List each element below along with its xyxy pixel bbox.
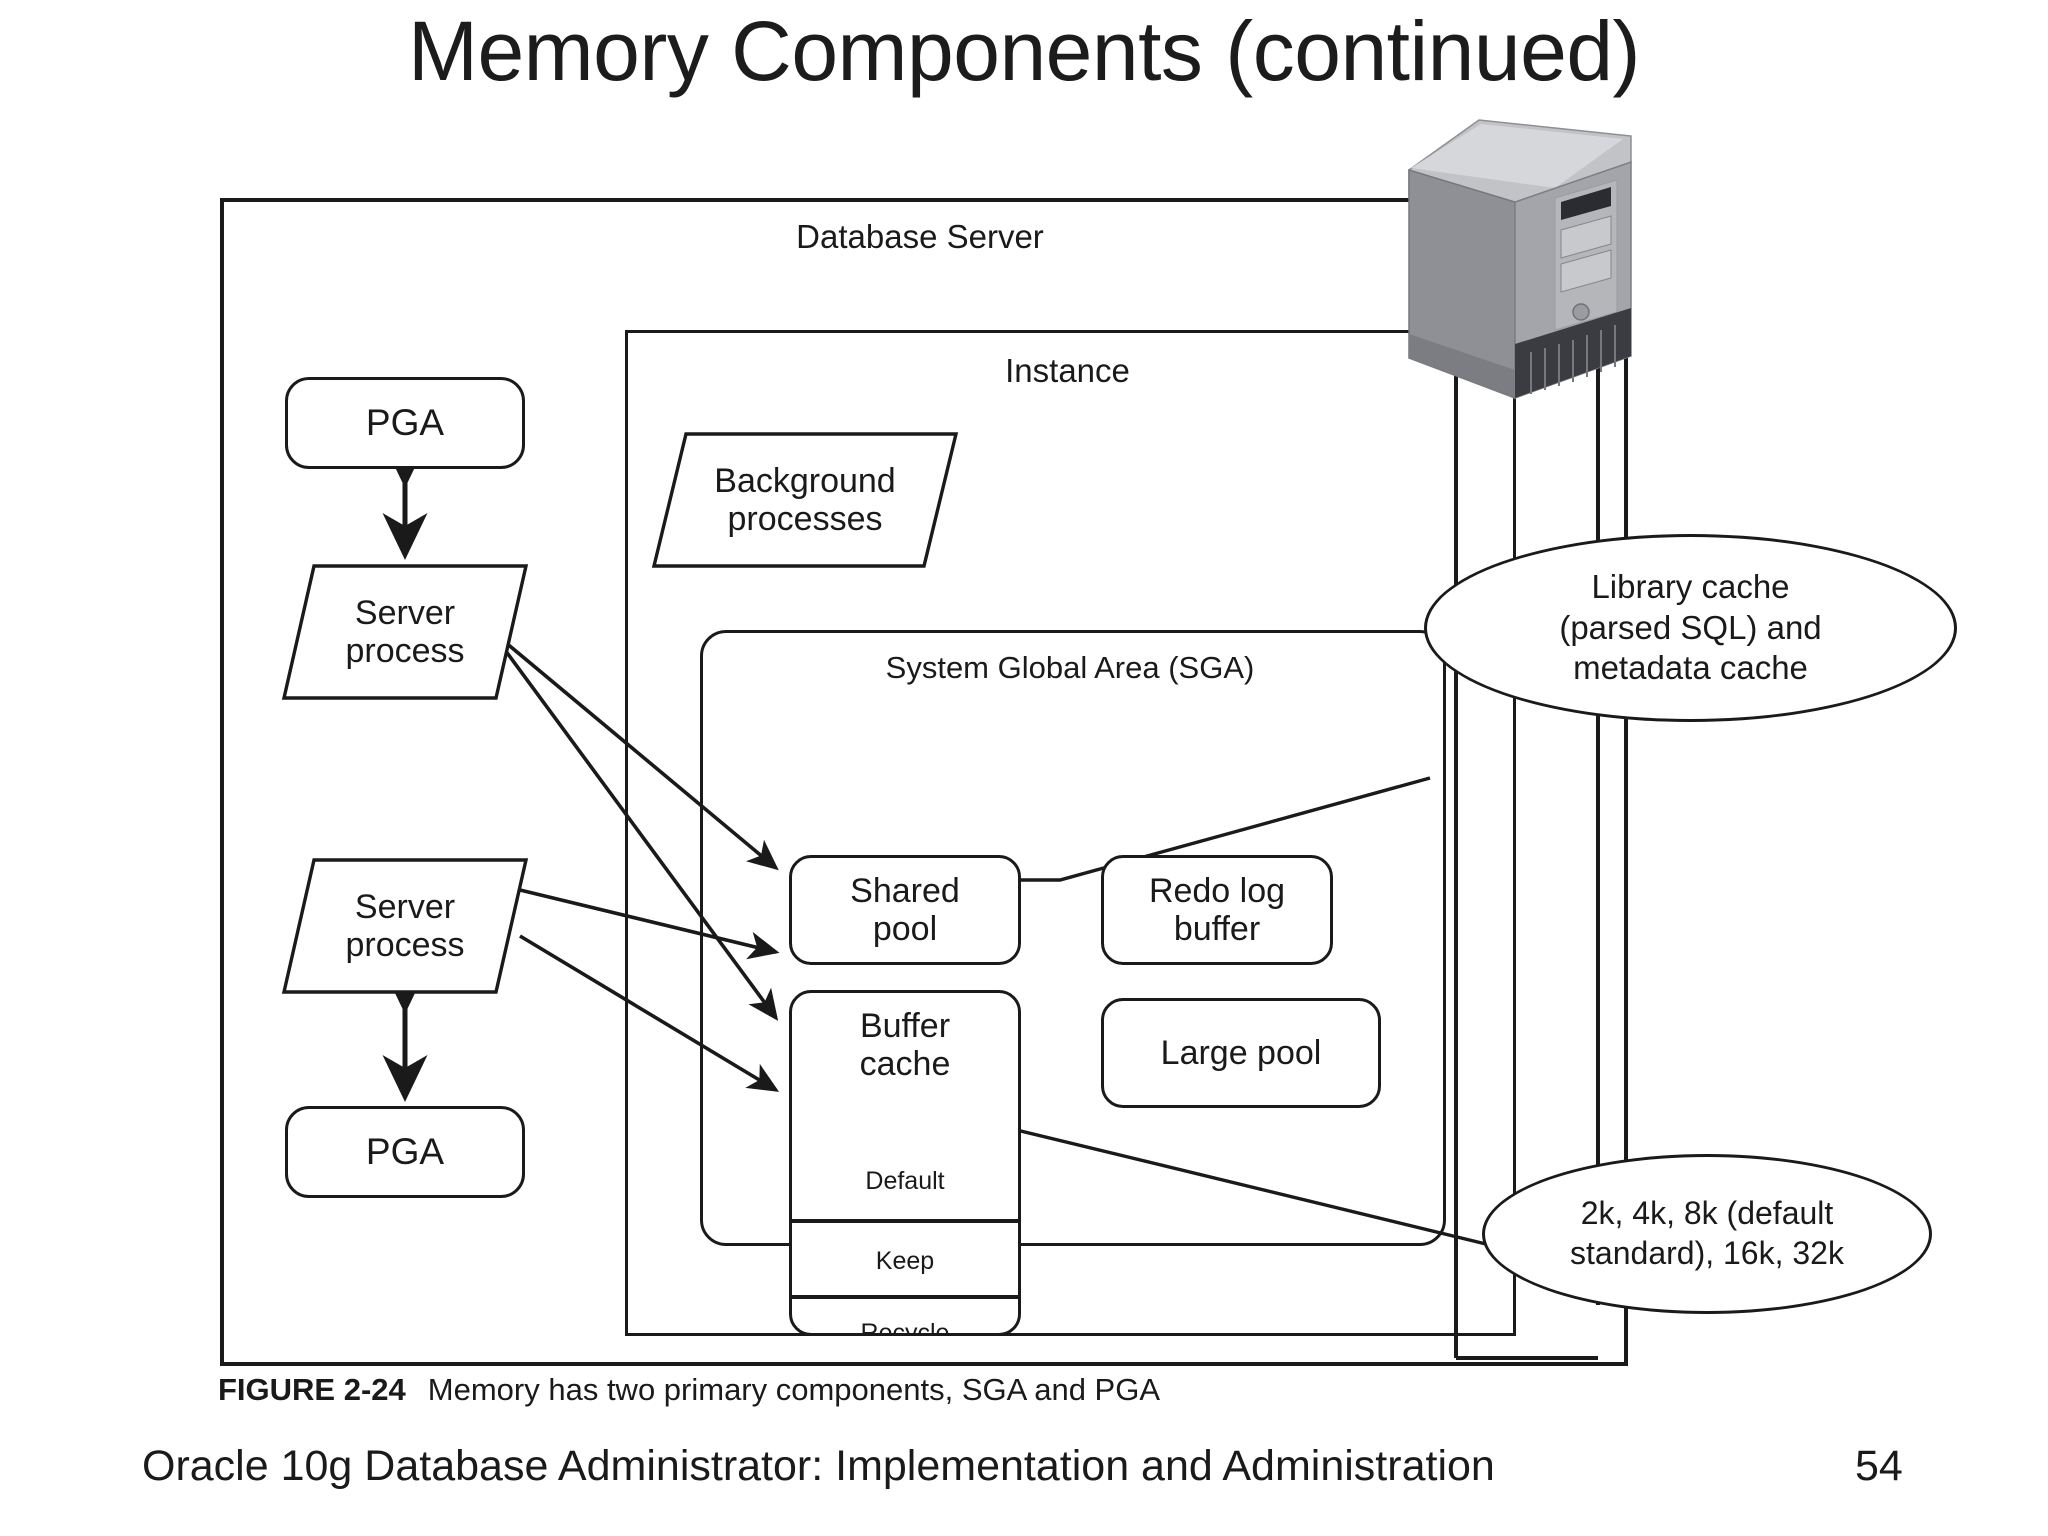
server-process-label-1: Server process [280, 562, 530, 702]
srv-proc-1-line2: process [345, 632, 465, 670]
figure-diagram: Database Server Instance System Global A… [0, 119, 2048, 1390]
buffer-cache-line2: cache [859, 1045, 951, 1084]
buffer-cache-row-keep: Keep [792, 1219, 1018, 1295]
buffer-cache-box: Buffer cache Default Keep Recycle [789, 990, 1021, 1336]
sga-label: System Global Area (SGA) [885, 650, 1255, 685]
library-cache-line1: Library cache [1591, 567, 1790, 605]
shared-pool-box: Shared pool [789, 855, 1021, 965]
shared-pool-line2: pool [872, 910, 938, 948]
database-server-label: Database Server [796, 218, 1044, 255]
buffer-cache-row-recycle: Recycle [792, 1295, 1018, 1333]
figure-caption: FIGURE 2-24 Memory has two primary compon… [218, 1372, 1160, 1408]
footer-page-number: 54 [1855, 1442, 1903, 1490]
redo-log-buffer-box: Redo log buffer [1101, 855, 1333, 965]
redo-log-line1: Redo log [1148, 871, 1286, 910]
footer-course-title: Oracle 10g Database Administrator: Imple… [142, 1442, 1495, 1490]
srv-proc-2-line2: process [345, 926, 465, 964]
library-cache-line3: metadata cache [1573, 649, 1808, 687]
instance-label: Instance [1005, 352, 1130, 389]
shared-pool-line1: Shared [850, 871, 960, 910]
server-process-shape-2: Server process [280, 856, 530, 996]
pga-box-bottom: PGA [285, 1106, 525, 1198]
srv-proc-1-line1: Server [354, 593, 456, 632]
figure-caption-label: FIGURE 2-24 [218, 1372, 406, 1407]
buffer-cache-title: Buffer cache [792, 1007, 1018, 1083]
server-process-shape-1: Server process [280, 562, 530, 702]
database-server-tower-icon [1395, 112, 1655, 412]
large-pool-box: Large pool [1101, 998, 1381, 1108]
buffer-cache-row-default: Default [865, 1167, 945, 1195]
page-title: Memory Components (continued) [407, 4, 1641, 98]
block-sizes-line2: standard), 16k, 32k [1570, 1235, 1844, 1271]
server-process-label-2: Server process [280, 856, 530, 996]
srv-proc-2-line1: Server [354, 887, 456, 926]
bg-proc-line2: processes [727, 500, 883, 538]
block-sizes-callout: 2k, 4k, 8k (default standard), 16k, 32k [1482, 1154, 1932, 1314]
library-cache-line2: (parsed SQL) and [1559, 608, 1822, 646]
database-server-boundary [220, 198, 1628, 1366]
buffer-cache-line1: Buffer [859, 1007, 951, 1045]
bg-proc-line1: Background [714, 461, 896, 500]
background-processes-shape: Background processes [650, 430, 960, 570]
pga-box-top: PGA [285, 377, 525, 469]
library-cache-callout: Library cache (parsed SQL) and metadata … [1424, 534, 1957, 722]
background-processes-label: Background processes [650, 430, 960, 570]
redo-log-line2: buffer [1173, 910, 1261, 948]
block-sizes-line1: 2k, 4k, 8k (default [1580, 1195, 1834, 1232]
figure-caption-text: Memory has two primary components, SGA a… [427, 1372, 1161, 1407]
